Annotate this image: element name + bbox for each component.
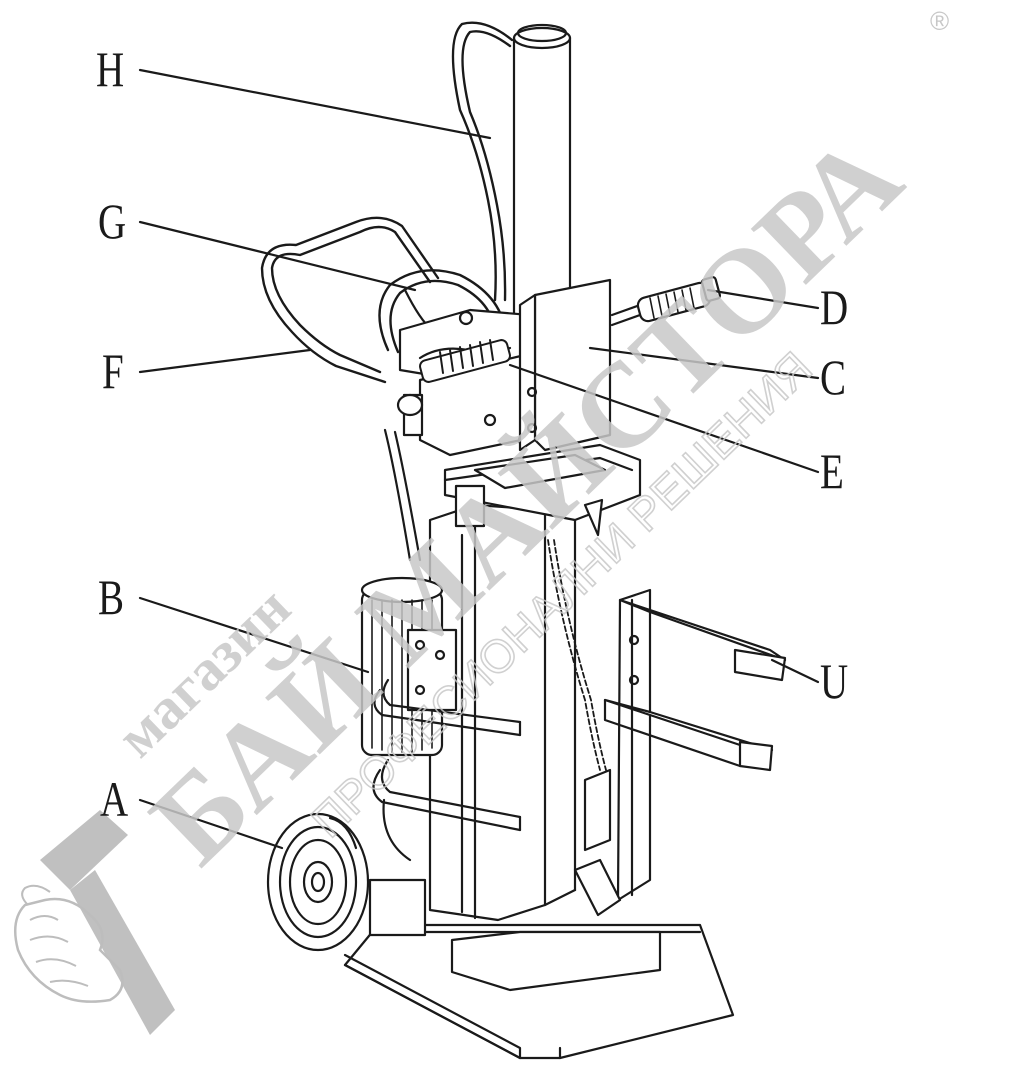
hydraulic-cylinder: [512, 23, 572, 330]
lever-d: [610, 276, 722, 327]
label-u: U: [820, 653, 849, 709]
label-h: H: [96, 41, 125, 97]
wheel: [266, 812, 427, 952]
chain: [547, 539, 607, 771]
label-a: A: [100, 771, 129, 827]
label-f: F: [102, 343, 124, 399]
wedge-plate-c: [518, 278, 612, 452]
registered-mark: ®: [930, 6, 949, 36]
handle-f: [260, 216, 440, 384]
work-table: [443, 443, 642, 537]
hammer-thumbs-up-icon: [13, 810, 175, 1035]
log-holder-u: [573, 588, 787, 917]
label-c: C: [820, 349, 847, 405]
leader-lines: [138, 68, 820, 850]
lever-e: [419, 339, 511, 383]
label-e: E: [820, 443, 844, 499]
hose-h: [451, 21, 514, 302]
base-plate: [343, 923, 735, 1060]
label-b: B: [98, 569, 125, 625]
pipes: [372, 428, 522, 862]
label-d: D: [820, 279, 849, 335]
label-g: G: [98, 193, 127, 249]
